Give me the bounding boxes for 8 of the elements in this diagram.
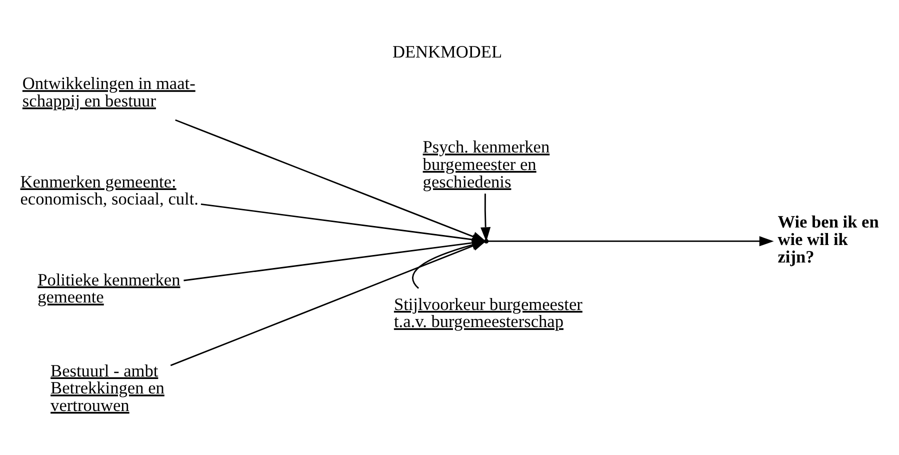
node-text: Kenmerken gemeente: economisch, sociaal, cult. [20, 172, 198, 209]
node-text: Ontwikkelingen in maat- schappij en bestuur [22, 74, 196, 110]
node-text: Wie ben ik en wie wil ik zijn? [778, 212, 879, 266]
node-text: Politieke kenmerken gemeente [38, 270, 180, 307]
node-text: Bestuurl - ambt Betrekkingen en vertrouwen [50, 361, 164, 415]
node-text: Psych. kenmerken burgemeester en geschiedenis [422, 138, 550, 192]
diagram-title: DENKMODEL [392, 42, 502, 62]
node-text: Stijlvoorkeur burgemeester t.a.v. burgemeesterschap [394, 294, 582, 332]
